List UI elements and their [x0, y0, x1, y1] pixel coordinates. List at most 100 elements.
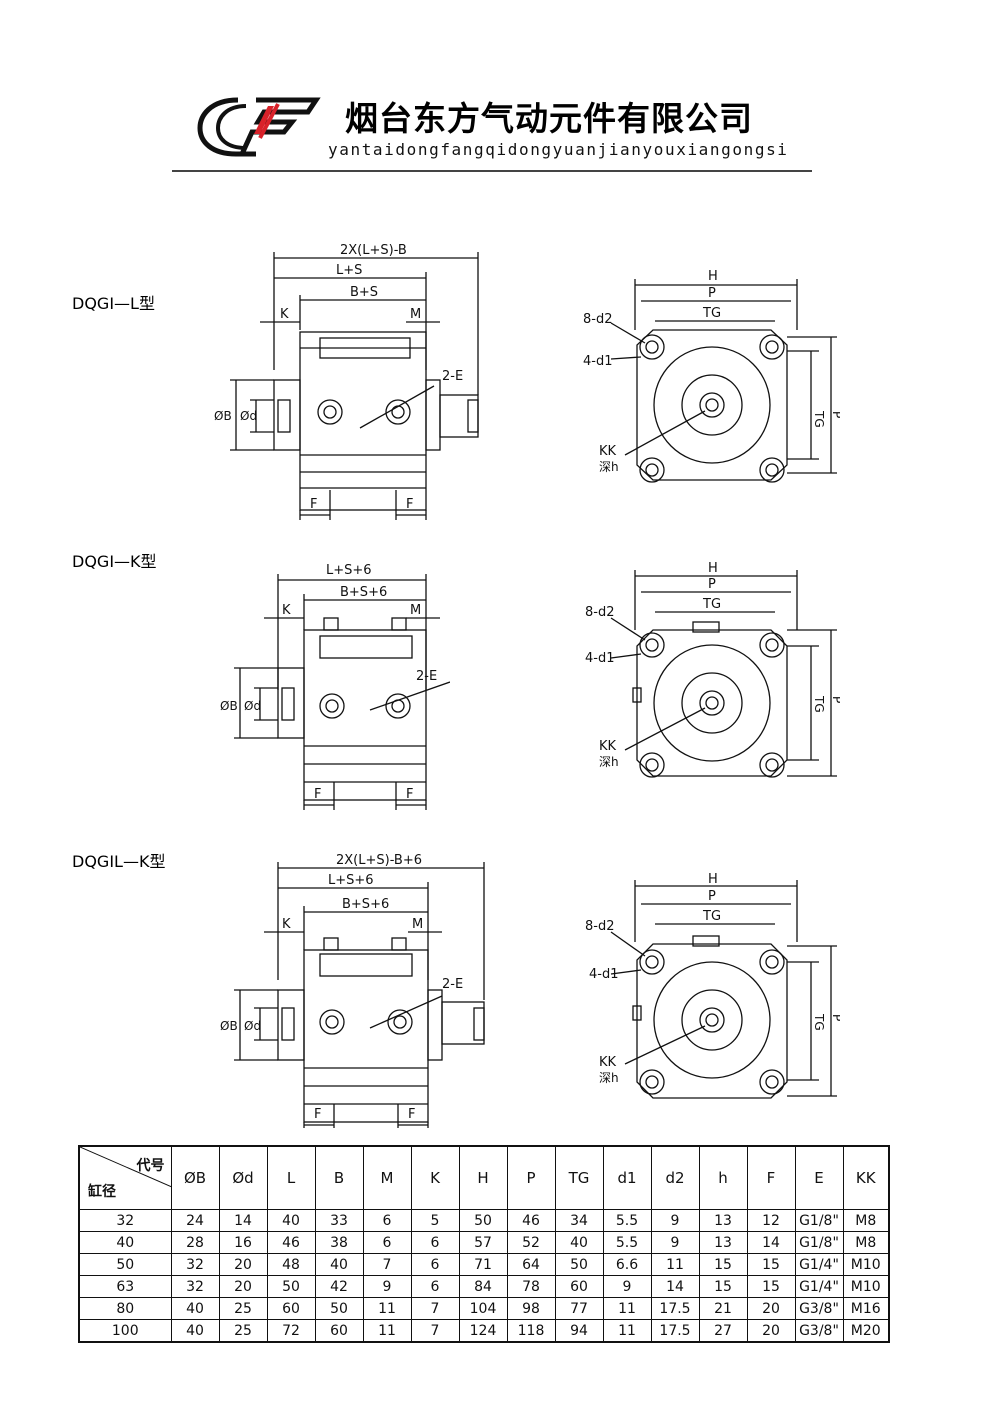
- table-cell: 7: [410, 1319, 460, 1343]
- dim-m: M: [410, 307, 421, 322]
- table-cell: 11: [602, 1297, 652, 1320]
- column-header: B: [314, 1145, 364, 1210]
- dim-h: H: [708, 872, 718, 887]
- table-cell: 9: [650, 1231, 700, 1254]
- spec-table: 代号 缸径 ØB Ød L B M K H P TG d1 d2 h F E K…: [78, 1145, 890, 1343]
- dim-ls: L+S: [336, 263, 362, 278]
- table-cell: 11: [362, 1297, 412, 1320]
- table-cell: 12: [746, 1209, 796, 1232]
- table-cell: 11: [650, 1253, 700, 1276]
- table-cell: 6: [410, 1253, 460, 1276]
- dim-4-d1: 4-d1: [589, 967, 619, 982]
- table-cell: 20: [746, 1319, 796, 1343]
- column-header: P: [506, 1145, 556, 1210]
- table-cell: 9: [650, 1209, 700, 1232]
- dim-k: K: [282, 917, 291, 932]
- table-cell: 50: [314, 1297, 364, 1320]
- table-cell: 27: [698, 1319, 748, 1343]
- dim-8-d2: 8-d2: [583, 312, 613, 327]
- dim-4-d1: 4-d1: [585, 651, 615, 666]
- dim-b: ØB: [220, 699, 238, 713]
- table-cell: 60: [266, 1297, 316, 1320]
- dim-4-d1: 4-d1: [583, 354, 613, 369]
- table-cell: 124: [458, 1319, 508, 1343]
- table-cell: 33: [314, 1209, 364, 1232]
- table-cell: 17.5: [650, 1297, 700, 1320]
- dim-f-right: F: [408, 1107, 415, 1122]
- side-view-drawing-3: 2X(L+S)-B+6 L+S+6 B+S+6 K M 2-E ØB Ød F …: [220, 853, 485, 1128]
- dim-8-d2: 8-d2: [585, 605, 615, 620]
- dim-k: K: [280, 307, 289, 322]
- dim-kk: KK: [599, 1055, 617, 1070]
- dim-tg-vertical: TG: [812, 410, 826, 428]
- table-cell: 50: [554, 1253, 604, 1276]
- table-cell: M20: [842, 1319, 890, 1343]
- column-header: F: [746, 1145, 796, 1210]
- table-cell: 20: [746, 1297, 796, 1320]
- table-cell: 13: [698, 1231, 748, 1254]
- table-cell: 14: [218, 1209, 268, 1232]
- dim-overall: 2X(L+S)-B: [340, 243, 407, 258]
- dim-depth-h: 深h: [599, 1071, 619, 1085]
- table-cell: M16: [842, 1297, 890, 1320]
- side-view-drawing-1: 2X(L+S)-B L+S B+S K M 2-E ØB Ød F F: [214, 243, 479, 520]
- column-header: d1: [602, 1145, 652, 1210]
- column-header: TG: [554, 1145, 604, 1210]
- table-cell: 6: [410, 1275, 460, 1298]
- table-cell: 40: [314, 1253, 364, 1276]
- dim-overall: 2X(L+S)-B+6: [336, 853, 422, 868]
- column-header: L: [266, 1145, 316, 1210]
- table-cell: 5.5: [602, 1231, 652, 1254]
- table-cell: 40: [170, 1319, 220, 1343]
- model-label-2: DQGI—K型: [72, 552, 157, 571]
- table-cell: M10: [842, 1275, 890, 1298]
- column-header: H: [458, 1145, 508, 1210]
- corner-diagonal: [80, 1147, 172, 1188]
- dim-f-left: F: [314, 787, 321, 802]
- table-cell: 16: [218, 1231, 268, 1254]
- company-name: 烟台东方气动元件有限公司: [345, 99, 753, 138]
- table-cell: 25: [218, 1297, 268, 1320]
- table-cell: 11: [602, 1319, 652, 1343]
- table-cell: 21: [698, 1297, 748, 1320]
- dim-ls: L+S+6: [328, 873, 374, 888]
- column-header: K: [410, 1145, 460, 1210]
- table-cell: 20: [218, 1275, 268, 1298]
- table-cell: 15: [698, 1275, 748, 1298]
- dim-d: Ød: [244, 1019, 261, 1033]
- dim-f-right: F: [406, 787, 413, 802]
- bore-size-cell: 32: [78, 1209, 172, 1232]
- table-cell: 28: [170, 1231, 220, 1254]
- dim-bs: B+S: [350, 285, 378, 300]
- bore-size-cell: 50: [78, 1253, 172, 1276]
- table-cell: 6.6: [602, 1253, 652, 1276]
- dim-h: H: [708, 561, 718, 576]
- dim-d: Ød: [244, 699, 261, 713]
- table-cell: 14: [650, 1275, 700, 1298]
- table-cell: G1/8": [794, 1231, 844, 1254]
- table-cell: 48: [266, 1253, 316, 1276]
- table-cell: 40: [554, 1231, 604, 1254]
- dim-f-left: F: [310, 497, 317, 512]
- table-corner-cell: 代号 缸径: [78, 1145, 172, 1210]
- table-cell: M8: [842, 1231, 890, 1254]
- table-cell: 14: [746, 1231, 796, 1254]
- table-cell: G1/8": [794, 1209, 844, 1232]
- dim-tg: TG: [702, 909, 721, 924]
- table-cell: 20: [218, 1253, 268, 1276]
- dim-p: P: [708, 889, 716, 904]
- dim-kk: KK: [599, 739, 617, 754]
- table-cell: 6: [410, 1231, 460, 1254]
- dim-8-d2: 8-d2: [585, 919, 615, 934]
- dim-b: ØB: [214, 409, 232, 423]
- dim-p-vertical: P: [830, 1014, 840, 1021]
- company-logo: [197, 97, 321, 157]
- dim-p: P: [708, 286, 716, 301]
- table-cell: 7: [410, 1297, 460, 1320]
- table-cell: 64: [506, 1253, 556, 1276]
- dim-e: 2-E: [442, 977, 463, 992]
